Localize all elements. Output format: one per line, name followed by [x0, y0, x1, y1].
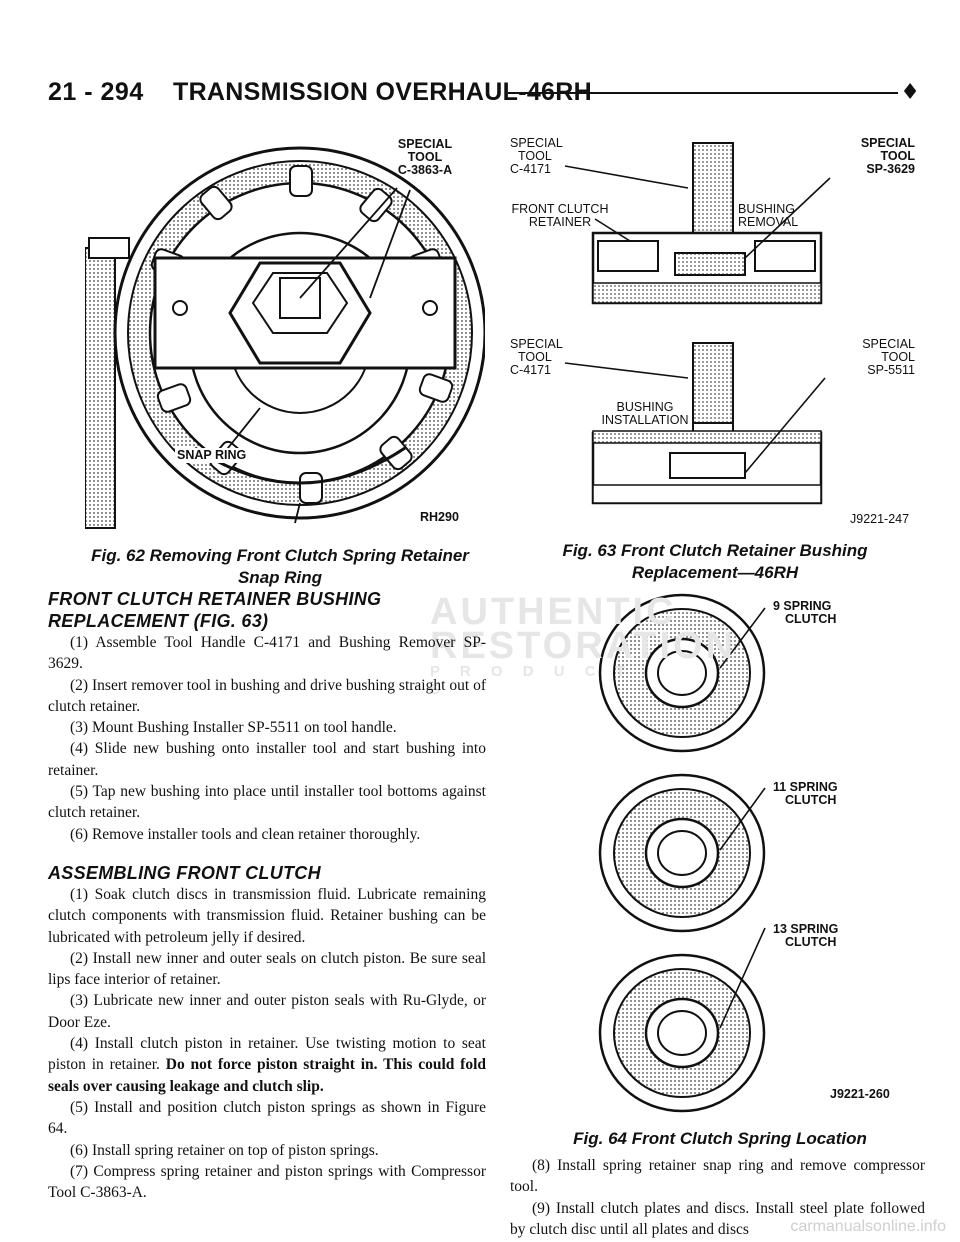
- heading-line: FRONT CLUTCH RETAINER BUSHING: [48, 589, 382, 609]
- label-line: CLUTCH: [785, 612, 837, 626]
- section2-step-2: (2) Install new inner and outer seals on…: [48, 949, 486, 989]
- figure-62: SPECIAL TOOL C-3863-A SNAP RING RH290: [85, 128, 485, 538]
- step-8: (8) Install spring retainer snap ring an…: [510, 1157, 925, 1196]
- label-line: BUSHING: [738, 202, 795, 216]
- left-column-text: FRONT CLUTCH RETAINER BUSHING REPLACEMEN…: [48, 588, 486, 1203]
- label-line: CLUTCH: [785, 793, 837, 807]
- caption-line: Fig. 62 Removing Front Clutch Spring Ret…: [91, 546, 469, 565]
- section2-step-1: (1) Soak clutch discs in transmission fl…: [48, 885, 486, 946]
- watermark-line: AUTHENTIC: [430, 591, 677, 633]
- fig62-label-special-tool: SPECIAL TOOL C-3863-A: [385, 138, 465, 177]
- figure-64-illustration: [598, 593, 766, 1113]
- right-column-text: (8) Install spring retainer snap ring an…: [510, 1155, 925, 1240]
- figure-64: 9 SPRING CLUTCH 11 SPRING CLUTCH 13 SPRI…: [590, 588, 910, 1113]
- page-header: 21 - 294 TRANSMISSION OVERHAUL-46RH ♦: [48, 78, 920, 112]
- figure-63: SPECIAL TOOL C-4171 SPECIAL TOOL SP-3629…: [510, 133, 920, 533]
- caption-line: Snap Ring: [237, 568, 323, 587]
- fig63-label-bushing-installation: BUSHING INSTALLATION: [595, 401, 695, 427]
- label-line: C-4171: [510, 363, 551, 377]
- fig63-label-front-clutch-retainer: FRONT CLUTCH RETAINER: [510, 203, 610, 229]
- label-line: SPECIAL: [510, 136, 563, 150]
- figure-62-illustration: [85, 146, 485, 529]
- footer-watermark: carmanualsonline.info: [790, 1218, 946, 1235]
- section1-heading: FRONT CLUTCH RETAINER BUSHING REPLACEMEN…: [48, 588, 486, 632]
- fig64-label-13-spring: 13 SPRING CLUTCH: [773, 923, 838, 949]
- fig64-label-11-spring: 11 SPRING CLUTCH: [773, 781, 838, 807]
- section2-step-6: (6) Install spring retainer on top of pi…: [70, 1141, 379, 1159]
- label-line: C-3863-A: [397, 163, 453, 177]
- label-line: TOOL: [880, 149, 916, 163]
- heading-line: REPLACEMENT (FIG. 63): [48, 611, 269, 631]
- fig63-label-tool-sp5511: SPECIAL TOOL SP-5511: [850, 338, 915, 377]
- label-line: BUSHING: [616, 400, 674, 414]
- section2-step-7: (7) Compress spring retainer and piston …: [48, 1162, 486, 1202]
- caption-line: Fig. 63 Front Clutch Retainer Bushing: [562, 541, 868, 560]
- section2-step-3: (3) Lubricate new inner and outer piston…: [48, 992, 486, 1031]
- step-9: (9) Install clutch plates and discs. Ins…: [510, 1199, 925, 1238]
- caption-line: Replacement—46RH: [631, 563, 799, 582]
- label-line: SPECIAL: [510, 337, 563, 351]
- header-rule: [508, 92, 898, 94]
- fig62-code: RH290: [420, 510, 459, 524]
- section2-step-4: (4) Install clutch piston in retainer. U…: [48, 1033, 486, 1097]
- section-gap: [48, 845, 486, 862]
- section1-step-5: (5) Tap new bushing into place until ins…: [48, 783, 486, 822]
- label-line: TOOL: [407, 150, 443, 164]
- section1-step-3: (3) Mount Bushing Installer SP-5511 on t…: [70, 719, 397, 737]
- fig63-label-tool-sp3629: SPECIAL TOOL SP-3629: [850, 137, 915, 176]
- step-4-text: (4) Install clutch piston in retainer. U…: [48, 1035, 486, 1074]
- clutch-11-spring: [598, 773, 766, 933]
- label-line: TOOL: [518, 350, 552, 364]
- header-diamond-icon: ♦: [900, 80, 920, 105]
- label-line: REMOVAL: [738, 215, 799, 229]
- label-line: INSTALLATION: [601, 413, 689, 427]
- page-number: 21 - 294: [48, 78, 144, 106]
- fig63-code: J9221-247: [850, 512, 910, 526]
- section1-step-4: (4) Slide new bushing onto installer too…: [48, 740, 486, 779]
- label-line: SPECIAL: [860, 136, 915, 150]
- clutch-9-spring: [598, 593, 766, 753]
- watermark-line: P R O D U C T S: [430, 663, 633, 698]
- figure-63-illustration: [564, 142, 831, 505]
- section2-heading: ASSEMBLING FRONT CLUTCH: [48, 862, 321, 883]
- fig64-code: J9221-260: [830, 1087, 890, 1101]
- label-line: TOOL: [518, 149, 552, 163]
- figure-63-caption: Fig. 63 Front Clutch Retainer Bushing Re…: [505, 540, 925, 584]
- fig62-label-snap-ring: SNAP RING: [175, 448, 249, 463]
- label-line: SP-5511: [867, 363, 915, 377]
- section1-step-2: (2) Insert remover tool in bushing and d…: [48, 676, 486, 715]
- section2-step-5: (5) Install and position clutch piston s…: [48, 1098, 486, 1138]
- label-line: C-4171: [510, 162, 551, 176]
- label-line: 11 SPRING: [773, 780, 838, 794]
- fig63-label-tool-c4171-bottom: SPECIAL TOOL C-4171: [510, 338, 563, 377]
- label-line: FRONT CLUTCH: [511, 202, 609, 216]
- fig63-label-tool-c4171-top: SPECIAL TOOL C-4171: [510, 137, 563, 176]
- watermark: AUTHENTIC RESTORATION P R O D U C T S: [430, 591, 737, 699]
- step-4-warning: Do not force piston straight in. This co…: [48, 1056, 487, 1095]
- clutch-13-spring: [598, 927, 766, 1113]
- figure-62-caption: Fig. 62 Removing Front Clutch Spring Ret…: [60, 545, 500, 589]
- fig63-label-bushing-removal: BUSHING REMOVAL: [738, 203, 798, 229]
- label-line: SP-3629: [866, 162, 915, 176]
- watermark-line: RESTORATION: [430, 625, 737, 667]
- label-line: SPECIAL: [397, 137, 453, 151]
- label-line: 13 SPRING: [773, 922, 839, 936]
- label-line: RETAINER: [528, 215, 592, 229]
- label-line: SPECIAL: [862, 337, 915, 351]
- section1-step-6: (6) Remove installer tools and clean ret…: [70, 825, 421, 843]
- label-line: 9 SPRING: [773, 599, 832, 613]
- label-line: TOOL: [881, 350, 915, 364]
- section1-step-1: (1) Assemble Tool Handle C-4171 and Bush…: [48, 634, 486, 673]
- figure-64-caption: Fig. 64 Front Clutch Spring Location: [573, 1129, 867, 1148]
- label-line: CLUTCH: [785, 935, 837, 949]
- fig64-label-9-spring: 9 SPRING CLUTCH: [773, 600, 836, 626]
